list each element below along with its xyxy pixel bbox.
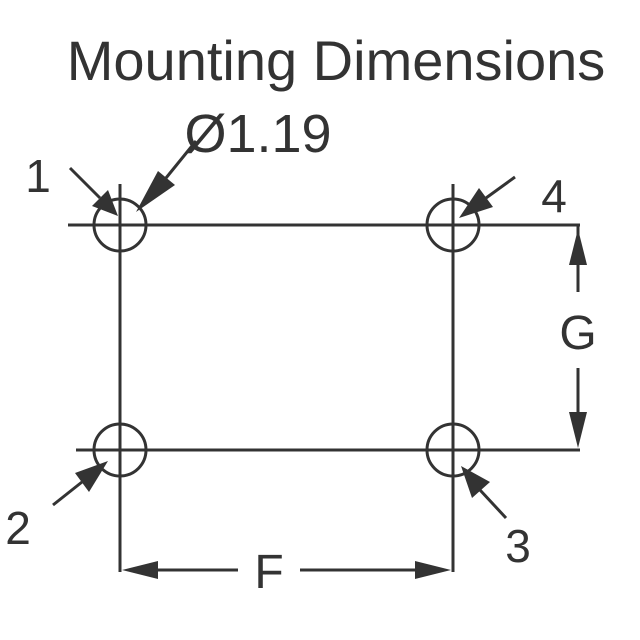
horizontal-dimension-f — [122, 561, 451, 579]
dimension-f-label: F — [254, 546, 283, 599]
pin-2-label: 2 — [5, 502, 31, 554]
mounting-hole-2 — [92, 422, 148, 478]
pin3-leader-arrow — [461, 466, 508, 520]
mounting-hole-3 — [425, 422, 481, 478]
mounting-hole-1 — [92, 197, 148, 253]
dimension-g-label: G — [559, 307, 596, 360]
diameter-leader-arrow — [136, 140, 198, 212]
pin4-leader-arrow — [459, 175, 516, 218]
diagram-title: Mounting Dimensions — [67, 29, 605, 92]
pin-4-label: 4 — [541, 170, 567, 222]
pin2-leader-arrow — [52, 461, 108, 507]
pin-3-label: 3 — [505, 520, 531, 572]
pin1-leader-arrow — [68, 166, 118, 216]
mounting-hole-4 — [425, 197, 481, 253]
hole-diameter-label: Ø1.19 — [184, 104, 331, 164]
vertical-dimension-g — [569, 225, 587, 448]
pin-1-label: 1 — [25, 150, 51, 202]
